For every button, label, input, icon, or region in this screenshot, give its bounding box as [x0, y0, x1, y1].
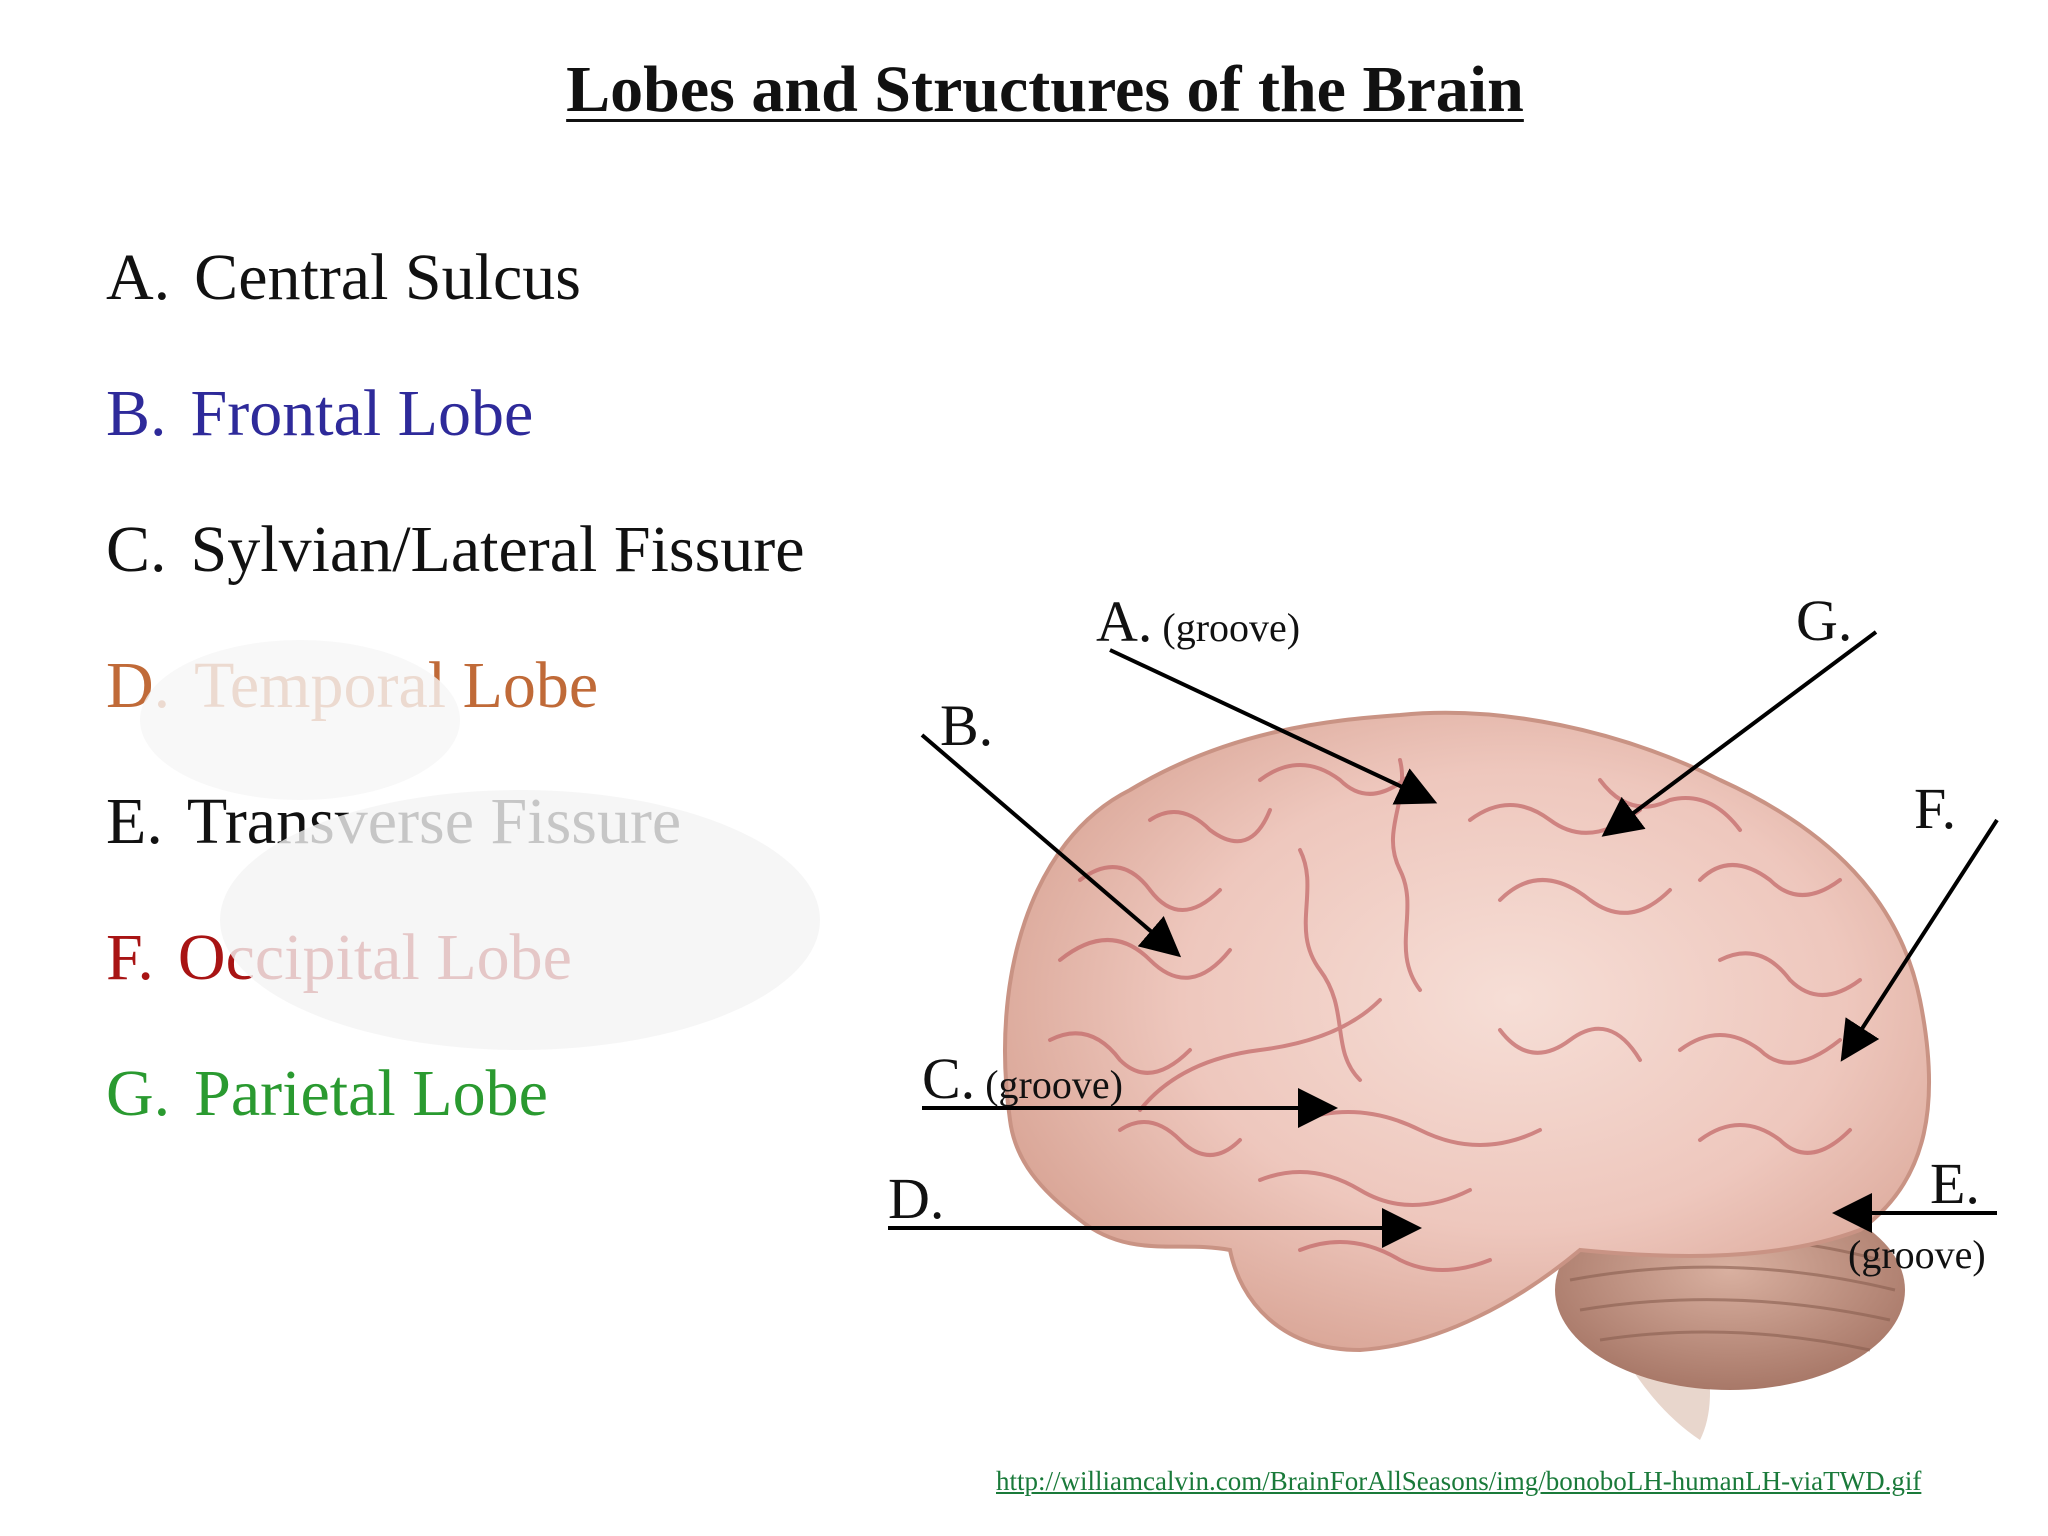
label-g: G.	[1796, 592, 1852, 650]
legend-letter: A.	[106, 241, 171, 314]
legend-item-b: B. Frontal Lobe	[106, 376, 533, 452]
legend-text: Parietal Lobe	[194, 1057, 548, 1130]
brain-gyri	[1048, 758, 1862, 1272]
legend-letter: B.	[106, 377, 167, 450]
label-e-letter: E.	[1930, 1151, 1980, 1216]
label-f-letter: F.	[1914, 776, 1957, 841]
legend-text: Frontal Lobe	[190, 377, 534, 450]
label-b-letter: B.	[940, 693, 994, 758]
label-a-letter: A.	[1096, 589, 1153, 654]
legend-text: Central Sulcus	[194, 241, 581, 314]
legend-letter: E.	[106, 785, 163, 858]
label-c: C.(groove)	[922, 1050, 1123, 1108]
legend-item-c: C. Sylvian/Lateral Fissure	[106, 512, 805, 588]
legend-item-a: A. Central Sulcus	[106, 240, 581, 316]
legend-text: Sylvian/Lateral Fissure	[190, 513, 805, 586]
label-c-letter: C.	[922, 1046, 976, 1111]
label-b: B.	[940, 697, 993, 755]
label-a-note: (groove)	[1162, 605, 1301, 650]
background-smudge	[220, 790, 820, 1050]
label-c-note: (groove)	[985, 1062, 1123, 1107]
label-d-letter: D.	[888, 1166, 945, 1231]
label-d: D.	[888, 1170, 944, 1228]
cerebrum	[1003, 710, 1932, 1353]
arrow-g	[1601, 630, 1878, 837]
label-f: F.	[1914, 780, 1956, 838]
arrow-a	[1109, 648, 1438, 805]
legend-letter: C.	[106, 513, 167, 586]
background-smudge	[140, 640, 460, 800]
legend-letter: F.	[106, 921, 154, 994]
legend-letter: G.	[106, 1057, 171, 1130]
label-g-letter: G.	[1796, 588, 1853, 653]
source-link[interactable]: http://williamcalvin.com/BrainForAllSeas…	[996, 1466, 1922, 1496]
label-e: E.	[1930, 1155, 1980, 1213]
arrow-b	[920, 733, 1182, 958]
arrow-f	[1840, 818, 1999, 1062]
legend-item-g: G. Parietal Lobe	[106, 1056, 548, 1132]
page-title: Lobes and Structures of the Brain	[566, 53, 1524, 126]
label-a: A.(groove)	[1096, 593, 1300, 651]
label-e-note: (groove)	[1848, 1232, 1986, 1277]
